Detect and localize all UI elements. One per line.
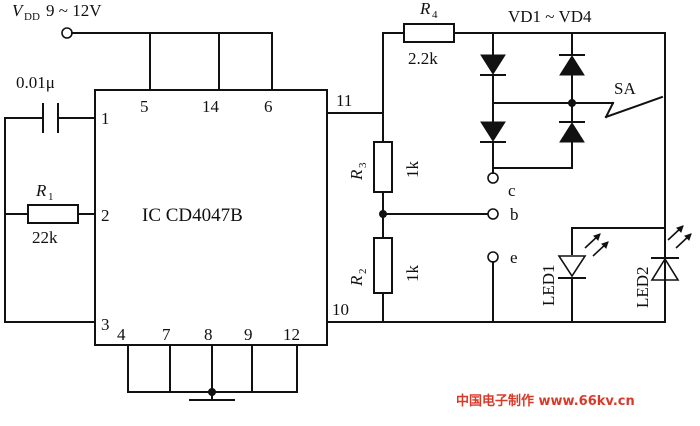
diode-vd1 <box>480 54 506 76</box>
led1-label: LED1 <box>539 264 558 306</box>
pin-7: 7 <box>162 325 171 344</box>
r4-value: 2.2k <box>408 49 438 68</box>
pin-2: 2 <box>101 206 110 225</box>
pin-4: 4 <box>117 325 126 344</box>
pin-11: 11 <box>336 91 352 110</box>
pin-12: 12 <box>283 325 300 344</box>
resistor-r4 <box>403 23 455 43</box>
terminal-e-label: e <box>510 248 518 267</box>
pin-10: 10 <box>332 300 349 319</box>
r4-index: 4 <box>432 9 438 21</box>
capacitor <box>42 103 59 133</box>
terminal-b <box>487 208 499 220</box>
led2-label: LED2 <box>633 266 652 308</box>
supply-label: V <box>12 1 25 20</box>
pin-6: 6 <box>264 97 273 116</box>
r1-index: 1 <box>48 191 54 203</box>
supply-label-sub: DD <box>24 11 40 23</box>
diode-vd2 <box>559 54 585 76</box>
diode-vd4 <box>559 121 585 143</box>
r2-value: 1k <box>403 265 422 283</box>
diodes-label: VD1 ~ VD4 <box>508 7 592 26</box>
switch-sa <box>604 32 666 323</box>
terminal-c <box>487 172 499 184</box>
pin-14: 14 <box>202 97 220 116</box>
pin-1: 1 <box>101 109 110 128</box>
capacitor-value: 0.01μ <box>16 73 55 92</box>
led1 <box>557 233 609 279</box>
r2-name: R <box>347 275 366 287</box>
r4-name: R <box>419 0 431 18</box>
terminal-c-label: c <box>508 181 516 200</box>
led2 <box>650 225 692 281</box>
pin-8: 8 <box>204 325 213 344</box>
terminal-b-label: b <box>510 205 519 224</box>
pin-3: 3 <box>101 315 110 334</box>
r3-name: R <box>347 169 366 181</box>
r1-value: 22k <box>32 228 58 247</box>
diode-vd3 <box>480 121 506 143</box>
supply-range: 9 ~ 12V <box>46 1 102 20</box>
resistor-r1 <box>27 204 79 224</box>
switch-label: SA <box>614 79 636 98</box>
r1-name: R <box>35 181 47 200</box>
r3-value: 1k <box>403 161 422 179</box>
terminal-e <box>487 251 499 263</box>
resistor-r3 <box>373 141 393 193</box>
pin-5: 5 <box>140 97 149 116</box>
watermark: 中国电子制作 www.66kv.cn <box>456 393 635 409</box>
ic-label: IC CD4047B <box>142 205 243 226</box>
r3-index: 3 <box>357 162 369 168</box>
resistor-r2 <box>373 237 393 294</box>
r2-index: 2 <box>357 269 369 275</box>
pin-9: 9 <box>244 325 253 344</box>
supply-terminal <box>61 27 73 39</box>
